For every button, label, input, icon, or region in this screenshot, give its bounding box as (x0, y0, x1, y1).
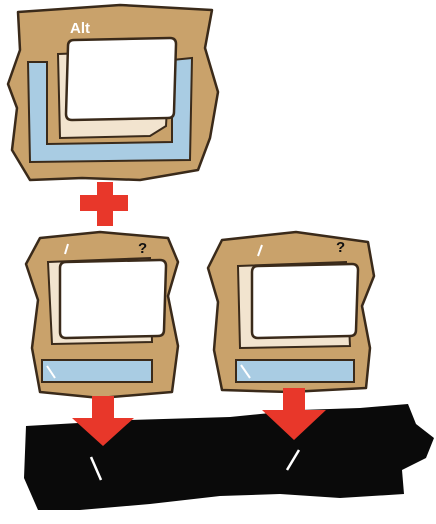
top-panel-label: Alt (70, 20, 90, 37)
right-panel-mark: ? (336, 239, 345, 256)
right-panel-screen (252, 264, 358, 338)
right-panel-blue-bar (236, 360, 354, 382)
left-panel: ? (26, 232, 178, 398)
top-panel-screen (66, 38, 176, 120)
right-panel: ? (208, 232, 374, 392)
left-panel-mark: ? (138, 240, 147, 257)
left-panel-screen (60, 260, 166, 338)
top-panel: Alt (8, 5, 218, 180)
plus-icon (80, 182, 128, 226)
left-panel-blue-bar (42, 360, 152, 382)
